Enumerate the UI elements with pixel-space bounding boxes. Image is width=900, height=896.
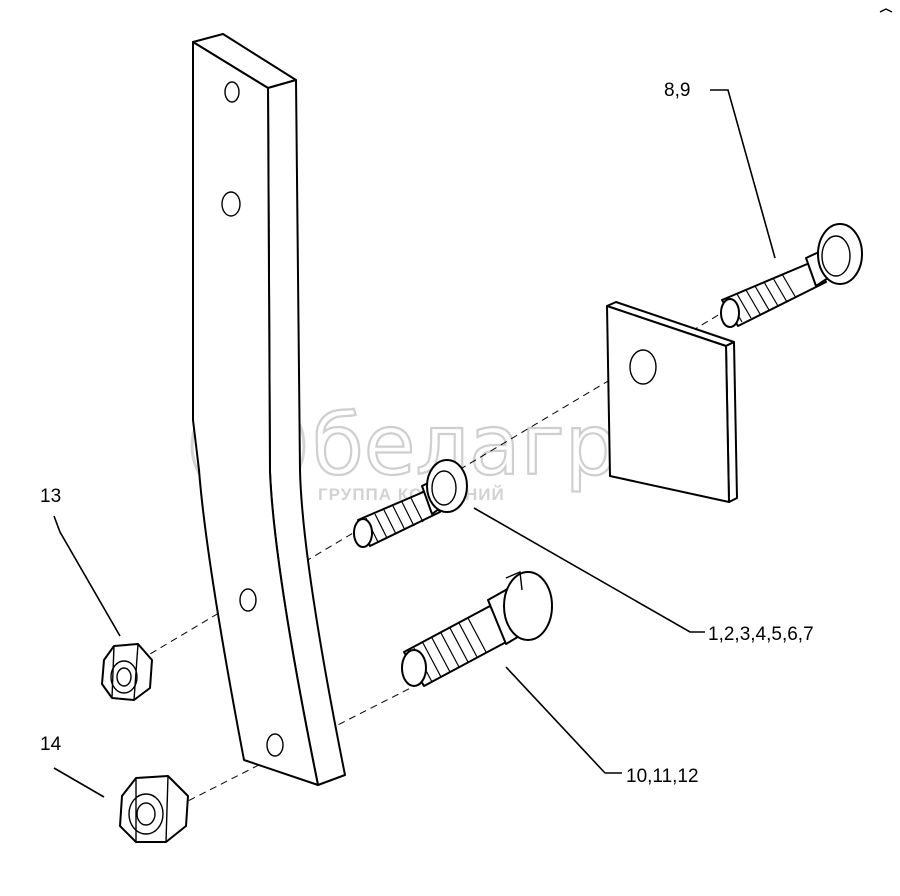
bar-hole-4 [266,733,284,757]
carriage-bolt-middle [353,459,468,548]
callout-13: 13 [40,486,61,507]
leader-14 [53,767,105,798]
bar-hole-3 [239,588,257,612]
square-plate [606,301,738,503]
countersunk-bolt [401,570,553,687]
plate-hole [629,349,657,385]
leader-lines [53,89,776,798]
leader-13 [53,515,121,637]
callout-10-12: 10,11,12 [626,766,699,787]
carriage-bolt-upper [720,223,863,328]
bar-hole-1 [224,81,240,103]
support-bar [192,33,346,786]
callout-8-9: 8,9 [664,80,690,101]
callout-labels: 13 14 8,9 1,2,3,4,5,6,7 10,11,12 [40,80,814,787]
lock-nut-large [119,775,189,843]
callout-14: 14 [40,734,62,755]
bar-hole-2 [221,191,241,217]
leader-10-12 [505,666,622,774]
corner-mark-icon [879,8,893,13]
leader-8-9 [710,89,776,259]
leader-1-7 [473,507,705,633]
callout-1-7: 1,2,3,4,5,6,7 [708,624,814,645]
lock-nut-small [101,643,153,701]
